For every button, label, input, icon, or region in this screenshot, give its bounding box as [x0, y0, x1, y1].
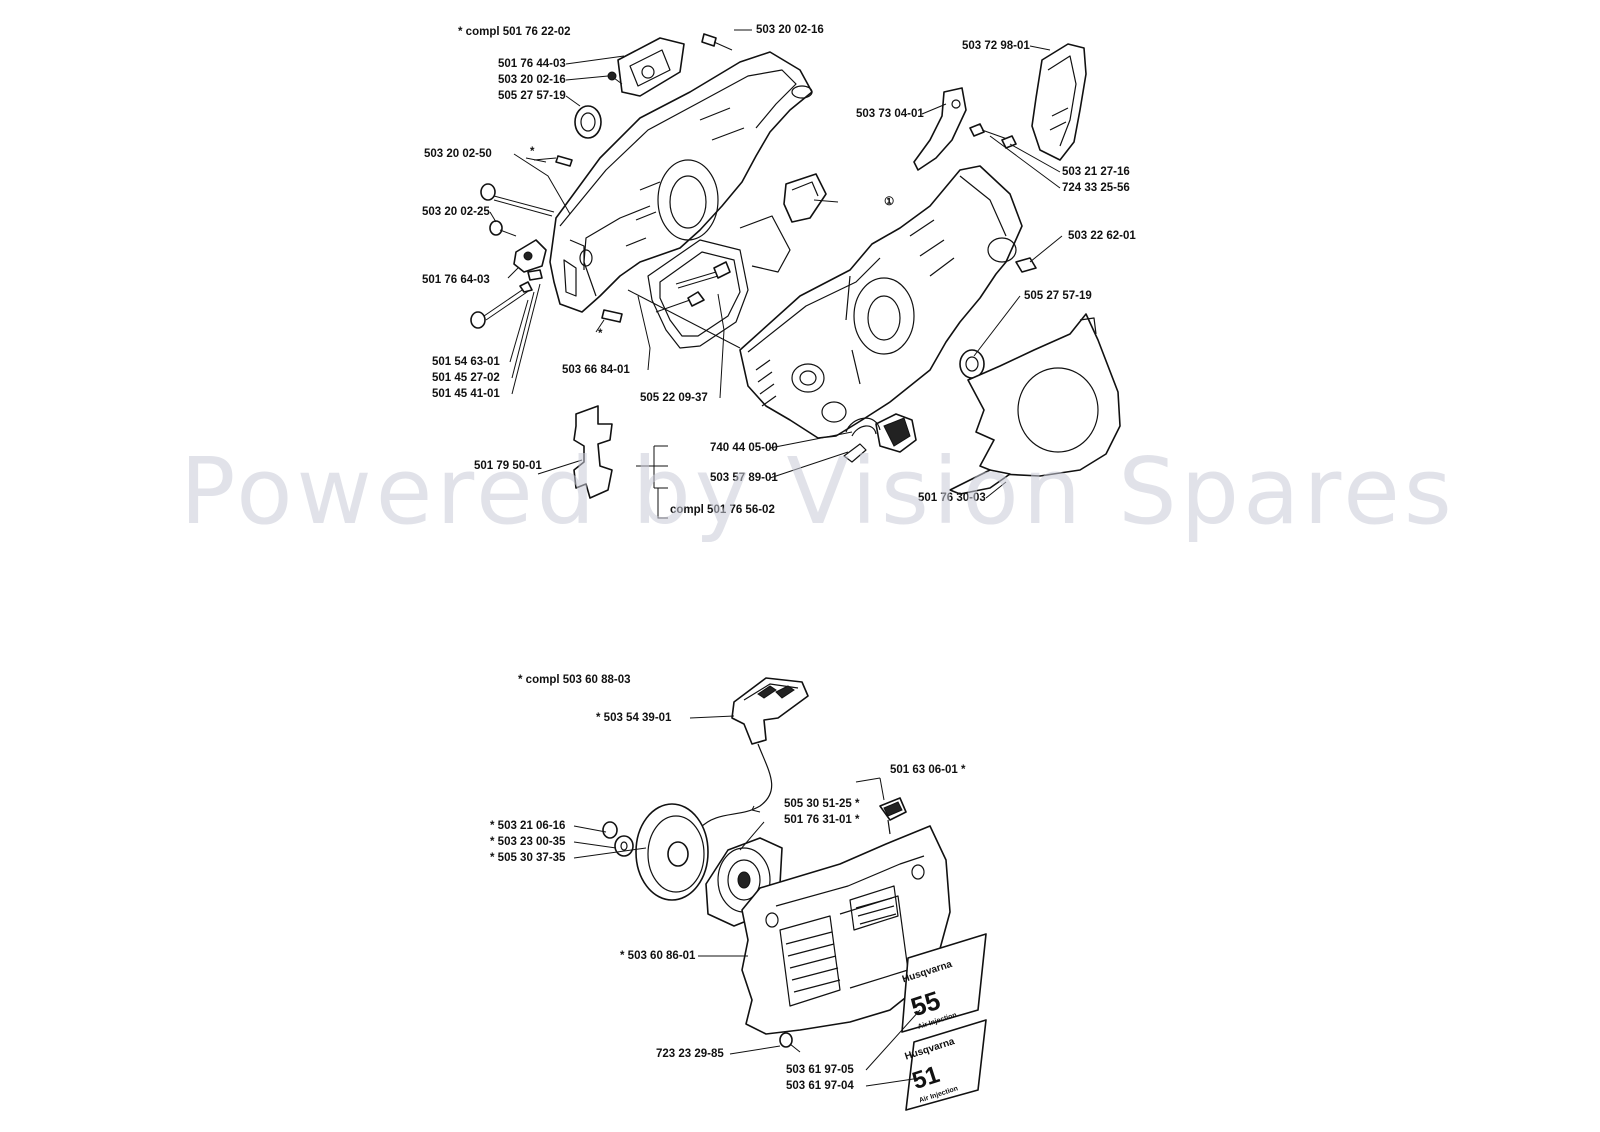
label-505-27-57-19-a: 505 27 57-19 [498, 90, 566, 102]
decal-lower [905, 1019, 987, 1111]
starter-rope [699, 743, 773, 829]
chain-catcher [513, 239, 547, 293]
guard-plate [913, 87, 967, 171]
label-503-21-27-16: 503 21 27-16 [1062, 166, 1130, 178]
crankcase-right [739, 165, 1023, 439]
label-501-76-44-03: 501 76 44-03 [498, 58, 566, 70]
bar-guide-plate [573, 405, 613, 499]
label-503-20-02-16-b: 503 20 02-16 [756, 24, 824, 36]
oil-pump-worm [843, 413, 917, 463]
label-501-76-31-01: 501 76 31-01 * [784, 814, 860, 826]
leader-lines [489, 29, 1063, 1087]
label-723-23-29-85: 723 23 29-85 [656, 1048, 724, 1060]
clutch-cover [949, 313, 1121, 495]
starter-handle [731, 677, 809, 745]
label-503-73-04-01: 503 73 04-01 [856, 108, 924, 120]
cylinder-cover [617, 37, 685, 97]
bolt-long-upper [480, 183, 555, 217]
label-501-76-64-03: 501 76 64-03 [422, 274, 490, 286]
label-503-20-02-25: 503 20 02-25 [422, 206, 490, 218]
label-503-54-39-01: * 503 54 39-01 [596, 712, 672, 724]
label-compl-bottom: * compl 503 60 88-03 [518, 674, 631, 686]
label-501-45-41-01: 501 45 41-01 [432, 388, 500, 400]
label-740-44-05-00: 740 44 05-00 [710, 442, 778, 454]
starter-cap [879, 797, 907, 835]
crankcase-left [549, 51, 813, 313]
label-501-79-50-01: 501 79 50-01 [474, 460, 542, 472]
label-503-21-06-16: * 503 21 06-16 [490, 820, 566, 832]
label-501-76-30-03: 501 76 30-03 [918, 492, 986, 504]
label-503-60-86-01: * 503 60 86-01 [620, 950, 696, 962]
label-503-57-89-01: 503 57 89-01 [710, 472, 778, 484]
label-503-20-02-50: 503 20 02-50 [424, 148, 492, 160]
label-501-63-06-01: 501 63 06-01 * [890, 764, 966, 776]
label-compl-top: * compl 501 76 22-02 [458, 26, 571, 38]
pin-long [627, 289, 741, 349]
washer-screw [602, 821, 634, 857]
dowel-pins [555, 155, 623, 323]
label-503-23-00-35: * 503 23 00-35 [490, 836, 566, 848]
label-503-61-97-04: 503 61 97-04 [786, 1080, 854, 1092]
starter-housing [741, 825, 951, 1035]
label-501-45-27-02: 501 45 27-02 [432, 372, 500, 384]
seal-ring-left [574, 105, 602, 139]
starter-pulley [635, 803, 709, 901]
label-compl-mid: compl 501 76 56-02 [670, 504, 775, 516]
seal-ring-right [959, 349, 985, 379]
label-724-33-25-56: 724 33 25-56 [1062, 182, 1130, 194]
gasket-marked [783, 173, 827, 223]
screws-right [969, 123, 1017, 149]
bolt-long-lower [470, 285, 531, 329]
label-505-27-57-19-b: 505 27 57-19 [1024, 290, 1092, 302]
label-circle-1: ① [884, 196, 895, 208]
housing-screw [779, 1032, 801, 1053]
label-star-b: * [598, 328, 603, 340]
decal-upper [901, 933, 987, 1033]
label-501-54-63-01: 501 54 63-01 [432, 356, 500, 368]
cylinder-hood [1031, 43, 1087, 161]
label-503-20-02-16-a: 503 20 02-16 [498, 74, 566, 86]
label-505-30-51-25: 505 30 51-25 * [784, 798, 860, 810]
label-star-a: * [530, 146, 535, 158]
label-503-72-98-01: 503 72 98-01 [962, 40, 1030, 52]
label-505-22-09-37: 505 22 09-37 [640, 392, 708, 404]
bolts-center [655, 261, 731, 313]
label-503-66-84-01: 503 66 84-01 [562, 364, 630, 376]
label-503-22-62-01: 503 22 62-01 [1068, 230, 1136, 242]
label-505-30-37-35: * 505 30 37-35 [490, 852, 566, 864]
label-503-61-97-05: 503 61 97-05 [786, 1064, 854, 1076]
screw-small [489, 220, 517, 237]
